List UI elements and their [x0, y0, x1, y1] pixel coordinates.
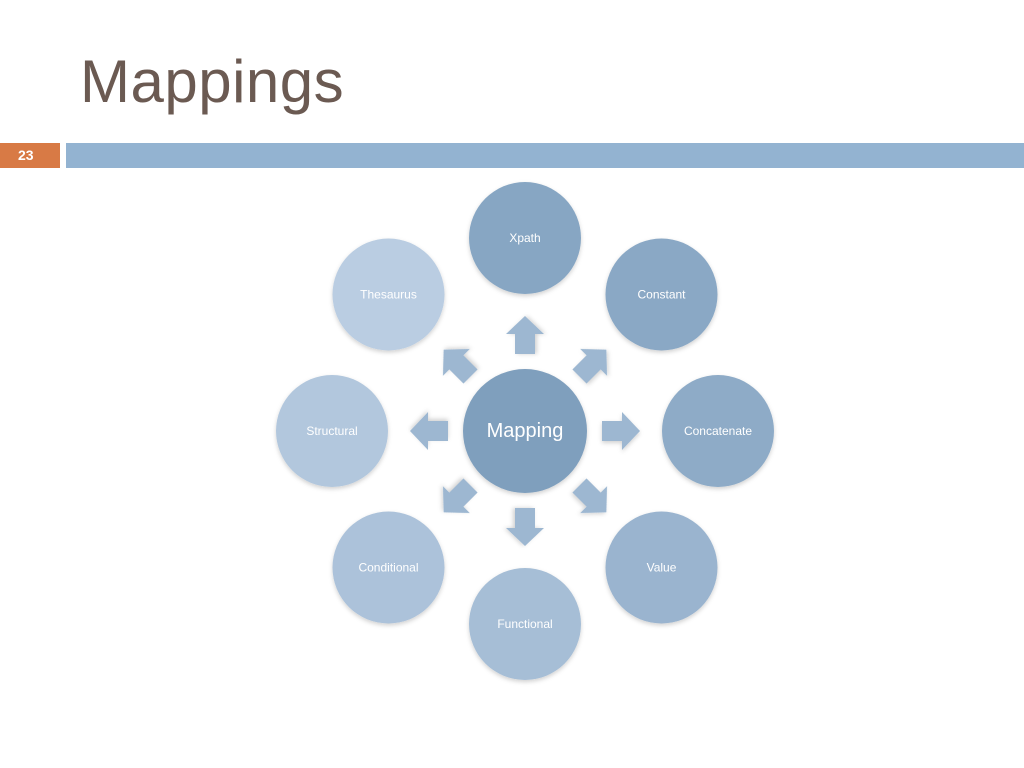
arrows-layer	[410, 316, 640, 546]
node-structural	[276, 375, 388, 487]
node-thesaurus	[332, 238, 445, 351]
node-value	[605, 511, 718, 624]
arrow-to-xpath	[506, 316, 544, 354]
center-node	[463, 369, 587, 493]
arrow-to-constant	[572, 348, 608, 384]
node-label-structural: Structural	[306, 424, 357, 438]
title-underline-bar	[66, 143, 1024, 168]
node-xpath	[469, 182, 581, 294]
arrow-to-structural	[410, 412, 448, 450]
node-label-concatenate: Concatenate	[684, 424, 752, 438]
node-constant	[605, 238, 718, 351]
arrow-to-conditional	[442, 478, 478, 514]
arrow-to-value	[572, 478, 608, 514]
node-label-thesaurus: Thesaurus	[360, 288, 417, 302]
node-label-constant: Constant	[637, 288, 686, 302]
slide-title: Mappings	[80, 48, 345, 115]
node-functional	[469, 568, 581, 680]
node-label-xpath: Xpath	[509, 231, 540, 245]
node-label-functional: Functional	[497, 617, 552, 631]
node-label-conditional: Conditional	[358, 561, 418, 575]
arrow-to-functional	[506, 508, 544, 546]
center-node-label: Mapping	[487, 420, 564, 442]
node-label-value: Value	[647, 561, 677, 575]
center-layer: Mapping	[463, 369, 587, 493]
arrow-to-thesaurus	[442, 348, 478, 384]
node-concatenate	[662, 375, 774, 487]
arrow-to-concatenate	[602, 412, 640, 450]
slide-number: 23	[0, 143, 60, 168]
node-conditional	[332, 511, 445, 624]
